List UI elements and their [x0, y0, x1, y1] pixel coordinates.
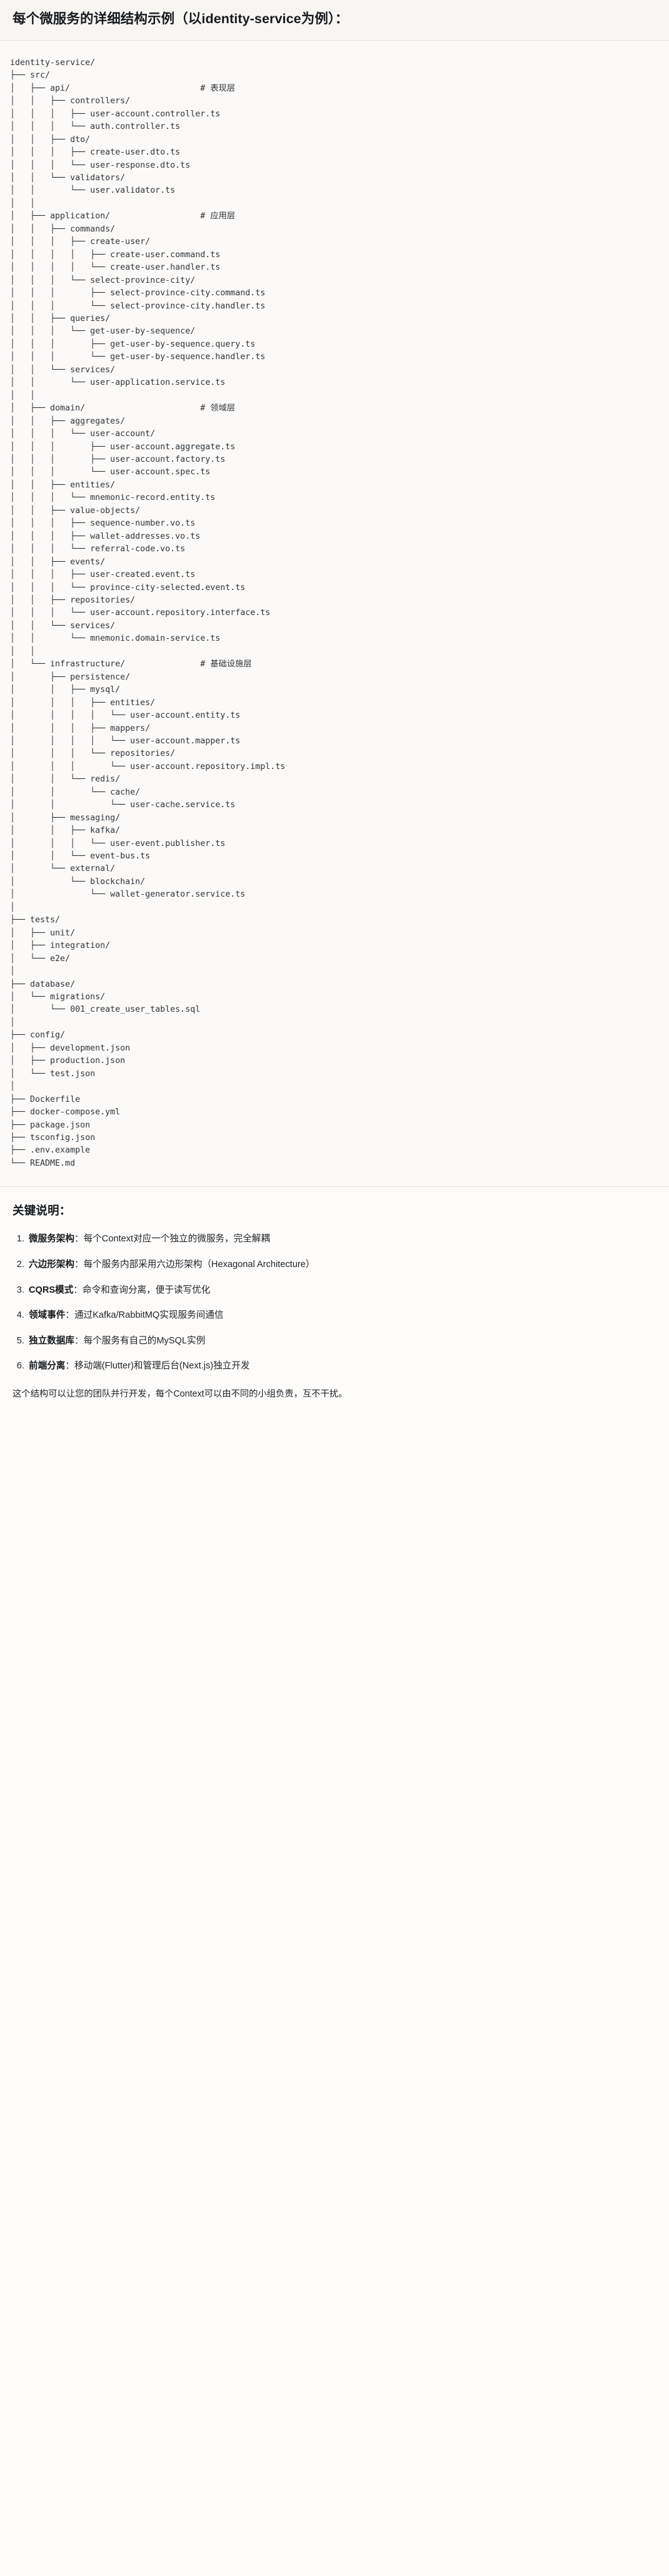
- note-term: CQRS模式: [29, 1285, 74, 1295]
- note-separator: ：: [65, 1361, 74, 1372]
- key-notes-list: 微服务架构：每个Context对应一个独立的微服务，完全解耦 六边形架构：每个服…: [13, 1232, 656, 1373]
- note-description: 通过Kafka/RabbitMQ实现服务间通信: [74, 1310, 224, 1321]
- list-item: 微服务架构：每个Context对应一个独立的微服务，完全解耦: [27, 1232, 656, 1246]
- note-description: 每个服务有自己的MySQL实例: [83, 1335, 206, 1346]
- list-item: 前端分离：移动端(Flutter)和管理后台(Next.js)独立开发: [27, 1359, 656, 1373]
- directory-tree-block: identity-service/ ├── src/ │ ├── api/ # …: [0, 40, 669, 1188]
- note-term: 独立数据库: [29, 1335, 74, 1346]
- list-item: CQRS模式：命令和查询分离，便于读写优化: [27, 1283, 656, 1298]
- list-item: 独立数据库：每个服务有自己的MySQL实例: [27, 1334, 656, 1348]
- note-separator: ：: [73, 1285, 83, 1295]
- note-term: 微服务架构: [29, 1234, 74, 1245]
- note-description: 每个服务内部采用六边形架构（Hexagonal Architecture）: [83, 1259, 315, 1270]
- page-title: 每个微服务的详细结构示例（以identity-service为例）：: [13, 11, 349, 26]
- note-separator: ：: [65, 1310, 74, 1321]
- note-term: 领域事件: [29, 1310, 66, 1321]
- closing-paragraph: 这个结构可以让您的团队并行开发，每个Context可以由不同的小组负责，互不干扰…: [13, 1389, 348, 1400]
- note-separator: ：: [74, 1335, 84, 1346]
- note-description: 命令和查询分离，便于读写优化: [82, 1285, 211, 1295]
- note-term: 六边形架构: [29, 1259, 74, 1270]
- note-description: 每个Context对应一个独立的微服务，完全解耦: [83, 1234, 270, 1245]
- note-separator: ：: [74, 1234, 84, 1245]
- note-description: 移动端(Flutter)和管理后台(Next.js)独立开发: [74, 1361, 250, 1372]
- page-header: 每个微服务的详细结构示例（以identity-service为例）：: [0, 0, 669, 41]
- note-term: 前端分离: [29, 1361, 66, 1372]
- key-notes-section: 关键说明： 微服务架构：每个Context对应一个独立的微服务，完全解耦 六边形…: [0, 1187, 669, 1418]
- directory-tree: identity-service/ ├── src/ │ ├── api/ # …: [10, 58, 286, 1168]
- list-item: 领域事件：通过Kafka/RabbitMQ实现服务间通信: [27, 1308, 656, 1323]
- page-root: 每个微服务的详细结构示例（以identity-service为例）： ident…: [0, 0, 669, 1418]
- key-notes-heading: 关键说明：: [13, 1204, 71, 1218]
- note-separator: ：: [74, 1259, 84, 1270]
- list-item: 六边形架构：每个服务内部采用六边形架构（Hexagonal Architectu…: [27, 1258, 656, 1272]
